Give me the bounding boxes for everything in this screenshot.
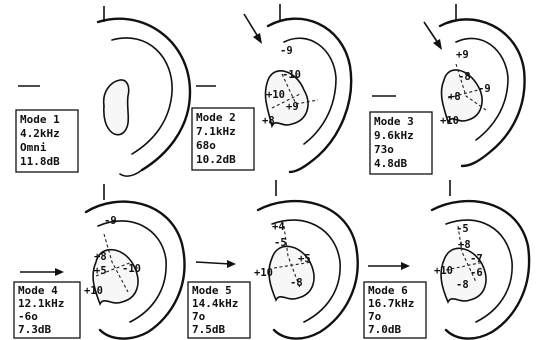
mode-gain: 4.8dB xyxy=(374,157,407,170)
panel-2: -9 -10 +10 +9 +8 Mode 2 7.1kHz 68o 10.2d… xyxy=(192,4,351,172)
mode-frequency: 14.4kHz xyxy=(192,297,238,310)
pressure-mark: +9 xyxy=(286,101,299,113)
mode-name: Mode 4 xyxy=(18,284,58,297)
source-arrow xyxy=(196,262,230,264)
pressure-mark: +8 xyxy=(448,91,461,103)
pressure-mark: -8 xyxy=(458,71,471,83)
pressure-mark: +5 xyxy=(298,253,311,265)
source-arrowhead xyxy=(433,39,442,50)
panel-1: Mode 1 4.2kHz Omni 11.8dB xyxy=(16,6,190,176)
mode-elevation: -6o xyxy=(18,310,38,323)
mode-elevation: 7o xyxy=(192,310,206,323)
pressure-mark: -10 xyxy=(122,263,141,275)
mode-elevation: 73o xyxy=(374,143,394,156)
pressure-mark: +9 xyxy=(456,49,469,61)
pressure-mark: +10 xyxy=(84,285,103,297)
mode-elevation: 68o xyxy=(196,139,216,152)
pressure-mark: +10 xyxy=(434,265,453,277)
pressure-mark: -10 xyxy=(282,69,301,81)
source-arrowhead xyxy=(55,268,64,276)
pressure-mark: -8 xyxy=(456,279,469,291)
pressure-mark: -9 xyxy=(104,215,117,227)
mode-frequency: 9.6kHz xyxy=(374,129,414,142)
mode-gain: 7.5dB xyxy=(192,323,225,336)
mode-elevation: 7o xyxy=(368,310,382,323)
ear-drawing xyxy=(98,19,190,176)
mode-name: Mode 2 xyxy=(196,111,236,124)
pressure-mark: -9 xyxy=(478,83,491,95)
pressure-mark: +5 xyxy=(94,265,107,277)
mode-name: Mode 5 xyxy=(192,284,232,297)
pressure-mark: -9 xyxy=(280,45,293,57)
mode-name: Mode 6 xyxy=(368,284,408,297)
panel-3: +9 -8 -9 +8 +10 Mode 3 9.6kHz 73o 4.8dB xyxy=(370,4,525,174)
mode-name: Mode 1 xyxy=(20,113,60,126)
pressure-mark: +10 xyxy=(266,89,285,101)
pressure-mark: +10 xyxy=(440,115,459,127)
mode-frequency: 16.7kHz xyxy=(368,297,414,310)
mode-gain: 7.0dB xyxy=(368,323,401,336)
mode-frequency: 7.1kHz xyxy=(196,125,236,138)
pressure-mark: +8 xyxy=(262,115,275,127)
pressure-mark: -5 xyxy=(274,237,287,249)
panel-4: -9 +8 +5 -10 +10 Mode 4 12.1kHz -6o 7.3d… xyxy=(14,184,184,339)
mode-frequency: 12.1kHz xyxy=(18,297,64,310)
source-arrowhead xyxy=(401,262,410,270)
pressure-mark: -7 xyxy=(470,253,483,265)
mode-name: Mode 3 xyxy=(374,115,414,128)
panel-5: +4 -5 +5 +10 -8 Mode 5 14.4kHz 7o 7.5dB xyxy=(188,180,358,339)
mode-gain: 10.2dB xyxy=(196,153,236,166)
pressure-mark: -8 xyxy=(290,277,303,289)
pressure-mark: -6 xyxy=(470,267,483,279)
pressure-mark: +10 xyxy=(254,267,273,279)
mode-elevation: Omni xyxy=(20,141,47,154)
mode-gain: 11.8dB xyxy=(20,155,60,168)
panel-6: -5 +8 -7 +10 -6 -8 Mode 6 16.7kHz 7o 7.0… xyxy=(364,180,529,339)
mode-frequency: 4.2kHz xyxy=(20,127,60,140)
source-arrowhead xyxy=(227,260,236,268)
pressure-mark: +8 xyxy=(94,251,107,263)
pressure-mark: +4 xyxy=(272,221,285,233)
mode-gain: 7.3dB xyxy=(18,323,51,336)
pressure-mark: +8 xyxy=(458,239,471,251)
pressure-mark: -5 xyxy=(456,223,469,235)
source-arrowhead xyxy=(253,33,262,44)
